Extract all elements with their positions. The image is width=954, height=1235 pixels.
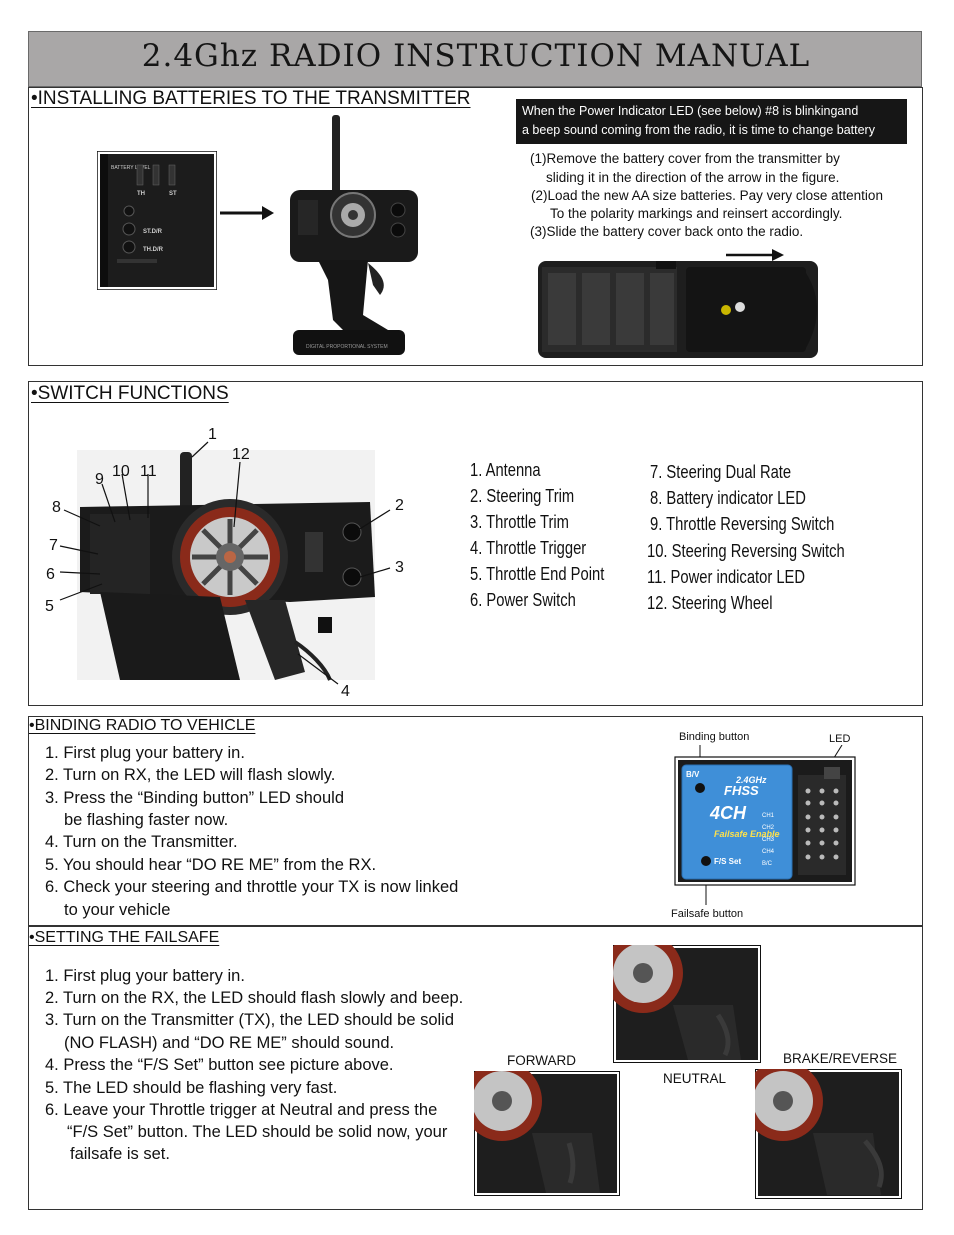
svg-text:FHSS: FHSS xyxy=(724,783,759,798)
svg-text:12: 12 xyxy=(232,446,250,463)
failsafe-step: 3. Turn on the Transmitter (TX), the LED… xyxy=(45,1011,455,1029)
svg-text:F/S Set: F/S Set xyxy=(714,857,741,866)
binding-step: 6. Check your steering and throttle your… xyxy=(45,878,459,896)
battery-compartment-photo xyxy=(538,249,818,358)
switch-functions-heading: •SWITCH FUNCTIONS xyxy=(31,383,229,404)
transmitter-callout-diagram: 1 2 3 4 5 6 7 8 9 10 11 12 xyxy=(45,426,404,700)
brake-reverse-label: BRAKE/REVERSE xyxy=(783,1051,898,1066)
svg-text:8: 8 xyxy=(52,499,61,516)
svg-text:B/C: B/C xyxy=(762,861,773,867)
svg-text:5: 5 xyxy=(45,598,54,615)
svg-text:6: 6 xyxy=(46,566,55,583)
svg-text:11: 11 xyxy=(140,463,157,480)
battery-step: sliding it in the direction of the arrow… xyxy=(546,170,840,185)
binding-step: be flashing faster now. xyxy=(64,811,229,829)
svg-text:CH3: CH3 xyxy=(762,837,775,843)
svg-text:7: 7 xyxy=(49,537,58,554)
svg-text:TH: TH xyxy=(137,191,145,197)
switch-item: 3. Throttle Trim xyxy=(470,512,569,532)
svg-text:TH.D/R: TH.D/R xyxy=(143,247,164,253)
battery-step: (3)Slide the battery cover back onto the… xyxy=(530,224,804,239)
switch-item: 6. Power Switch xyxy=(470,590,576,610)
receiver-photo: B/V 2.4GHz FHSS 4CH Failsafe Enable F/S … xyxy=(674,745,856,905)
svg-text:CH2: CH2 xyxy=(762,825,775,831)
transmitter-photo: DIGITAL PROPORTIONAL SYSTEM xyxy=(290,115,418,355)
svg-text:BATTERY LEVEL: BATTERY LEVEL xyxy=(111,165,151,171)
svg-text:2: 2 xyxy=(395,497,404,514)
svg-text:CH4: CH4 xyxy=(762,849,775,855)
binding-button-label: Binding button xyxy=(679,731,750,743)
svg-text:DIGITAL PROPORTIONAL SYSTEM: DIGITAL PROPORTIONAL SYSTEM xyxy=(306,344,388,350)
binding-step: 2. Turn on RX, the LED will flash slowly… xyxy=(45,766,336,784)
svg-text:10: 10 xyxy=(112,463,130,480)
failsafe-step: 6. Leave your Throttle trigger at Neutra… xyxy=(45,1101,438,1119)
binding-step: 4. Turn on the Transmitter. xyxy=(45,833,238,851)
forward-label: FORWARD xyxy=(507,1053,576,1068)
svg-text:B/V: B/V xyxy=(686,770,700,779)
switch-item: 2. Steering Trim xyxy=(470,486,575,506)
svg-text:ST.D/R: ST.D/R xyxy=(143,229,163,235)
title-bar: 2.4Ghz RADIO INSTRUCTION MANUAL xyxy=(28,31,922,87)
binding-step: 3. Press the “Binding button” LED should xyxy=(45,789,345,807)
failsafe-step: 1. First plug your battery in. xyxy=(45,967,245,985)
switch-item: 10. Steering Reversing Switch xyxy=(647,541,845,561)
switch-item: 7. Steering Dual Rate xyxy=(650,462,792,482)
switch-item: 5. Throttle End Point xyxy=(470,564,605,584)
failsafe-heading: •SETTING THE FAILSAFE xyxy=(29,929,220,946)
battery-warning-note: When the Power Indicator LED (see below)… xyxy=(516,99,907,144)
forward-trigger-photo xyxy=(474,1071,620,1196)
svg-text:4CH: 4CH xyxy=(709,803,747,823)
brake-reverse-trigger-photo xyxy=(755,1069,902,1199)
switch-item: 11. Power indicator LED xyxy=(647,567,806,587)
svg-text:2.4GHz: 2.4GHz xyxy=(735,775,767,785)
battery-step: To the polarity markings and reinsert ac… xyxy=(550,206,843,221)
binding-step: 5. You should hear “DO RE ME” from the R… xyxy=(45,856,377,874)
battery-panel-photo: BATTERY LEVEL TH ST ST.D/R TH.D/R xyxy=(97,151,217,290)
battery-step: (2)Load the new AA size batteries. Pay v… xyxy=(531,188,883,203)
switch-item: 12. Steering Wheel xyxy=(647,593,773,613)
failsafe-step: 4. Press the “F/S Set” button see pictur… xyxy=(45,1056,394,1074)
svg-text:4: 4 xyxy=(341,683,350,700)
binding-step: to your vehicle xyxy=(64,901,171,919)
page-title: 2.4Ghz RADIO INSTRUCTION MANUAL xyxy=(141,38,811,74)
binding-step: 1. First plug your battery in. xyxy=(45,744,245,762)
svg-text:9: 9 xyxy=(95,471,104,488)
batteries-heading: •INSTALLING BATTERIES TO THE TRANSMITTER xyxy=(31,88,471,109)
neutral-label: NEUTRAL xyxy=(663,1071,727,1086)
svg-text:Failsafe Enable: Failsafe Enable xyxy=(714,829,780,839)
svg-text:CH1: CH1 xyxy=(762,813,775,819)
neutral-trigger-photo xyxy=(613,945,761,1063)
failsafe-step: 5. The LED should be flashing very fast. xyxy=(45,1079,338,1097)
switch-item: 8. Battery indicator LED xyxy=(650,488,806,508)
failsafe-step: failsafe is set. xyxy=(70,1145,170,1163)
switch-item: 4. Throttle Trigger xyxy=(470,538,587,558)
failsafe-button-label: Failsafe button xyxy=(671,908,744,920)
switch-item: 1. Antenna xyxy=(470,460,541,480)
arrow-right-icon xyxy=(220,206,274,220)
svg-text:ST: ST xyxy=(169,191,177,197)
failsafe-step: (NO FLASH) and “DO RE ME” should sound. xyxy=(64,1034,395,1052)
led-label: LED xyxy=(829,733,851,745)
failsafe-step: 2. Turn on the RX, the LED should flash … xyxy=(45,989,464,1007)
failsafe-step: “F/S Set” button. The LED should be soli… xyxy=(67,1123,448,1141)
battery-step: (1)Remove the battery cover from the tra… xyxy=(530,151,840,166)
binding-heading: •BINDING RADIO TO VEHICLE xyxy=(29,717,256,734)
svg-text:3: 3 xyxy=(395,559,404,576)
switch-item: 9. Throttle Reversing Switch xyxy=(650,514,835,534)
svg-text:1: 1 xyxy=(208,426,217,443)
